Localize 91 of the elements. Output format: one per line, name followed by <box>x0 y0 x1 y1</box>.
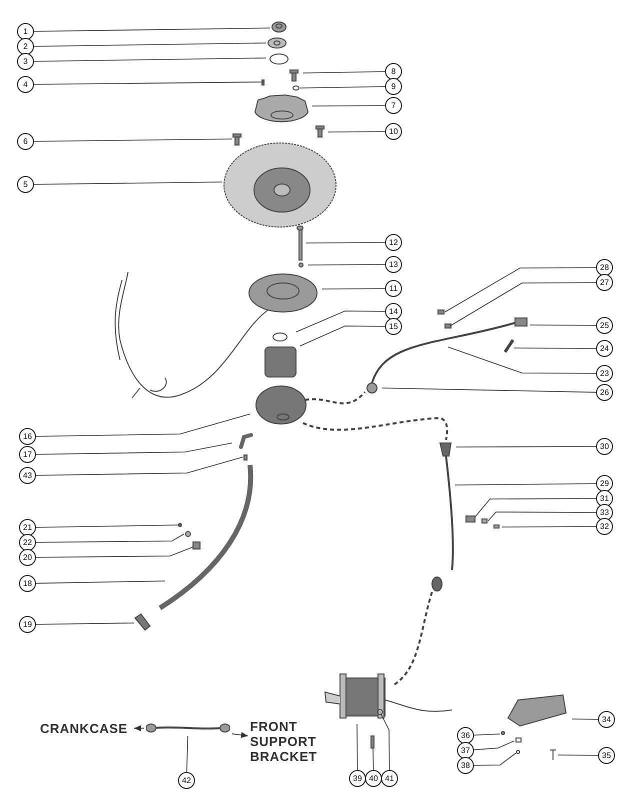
callout-number: 43 <box>19 467 36 484</box>
callout-number: 14 <box>385 303 402 320</box>
leader-line <box>488 512 596 522</box>
leader-line <box>372 748 374 770</box>
callout-number: 41 <box>381 770 398 787</box>
callout-number: 36 <box>457 727 474 744</box>
callout-number: 27 <box>596 274 613 291</box>
leader-line <box>36 580 166 584</box>
callout-number: 22 <box>19 534 36 551</box>
leader-line <box>448 346 596 374</box>
callout-number: 37 <box>457 742 474 759</box>
leader-line <box>308 264 386 266</box>
callout-number: 6 <box>17 133 34 150</box>
callout-number: 2 <box>17 38 34 55</box>
callout-number: 26 <box>596 384 613 401</box>
callout-number: 21 <box>19 519 36 536</box>
callout-number: 19 <box>19 616 36 633</box>
callout-number: 8 <box>385 63 402 80</box>
callout-number: 1 <box>17 23 34 40</box>
callout-number: 12 <box>385 234 402 251</box>
leader-line <box>572 718 598 720</box>
callout-number: 35 <box>598 747 615 764</box>
callout-number: 30 <box>596 438 613 455</box>
leader-line <box>474 752 516 766</box>
destination-label: FRONT SUPPORT BRACKET <box>250 719 330 764</box>
leader-line <box>36 442 232 455</box>
callout-number: 28 <box>596 259 613 276</box>
callout-number: 40 <box>365 770 382 787</box>
leader-line <box>36 534 184 543</box>
leader-line <box>36 524 178 528</box>
leader-line <box>34 28 270 32</box>
callout-number: 15 <box>385 318 402 335</box>
callout-number: 31 <box>596 490 613 507</box>
leader-line <box>34 58 266 62</box>
callout-number: 23 <box>596 365 613 382</box>
leader-line <box>382 388 596 393</box>
callout-number: 16 <box>19 428 36 445</box>
callout-number: 9 <box>385 78 402 95</box>
leader-line <box>300 326 386 346</box>
leader-line <box>36 456 244 476</box>
callout-number: 3 <box>17 53 34 70</box>
leader-line <box>450 282 596 326</box>
leader-line <box>328 131 386 132</box>
leader-line <box>530 324 596 326</box>
callout-number: 18 <box>19 575 36 592</box>
leader-line <box>356 724 358 770</box>
leader-line <box>302 71 386 74</box>
leader-line <box>34 182 222 185</box>
leader-line <box>502 526 596 528</box>
destination-label: CRANKCASE <box>40 721 132 736</box>
leader-line <box>300 86 386 88</box>
callout-number: 7 <box>385 97 402 114</box>
leader-line <box>312 105 386 106</box>
callout-number: 20 <box>19 549 36 566</box>
leader-line <box>322 288 386 290</box>
callout-number: 5 <box>17 176 34 193</box>
leader-line <box>34 82 262 85</box>
leader-line <box>456 446 596 448</box>
leader-line <box>474 498 596 518</box>
callout-number: 34 <box>598 711 615 728</box>
leader-line <box>558 754 598 756</box>
callout-number: 33 <box>596 504 613 521</box>
leader-line <box>444 267 596 312</box>
leader-line <box>186 736 188 772</box>
callout-number: 32 <box>596 518 613 535</box>
ground-strap-drawing <box>146 722 230 734</box>
callout-number: 42 <box>178 772 195 789</box>
leader-line <box>474 734 500 736</box>
callout-number: 25 <box>596 317 613 334</box>
leader-line <box>380 714 390 770</box>
callout-number: 39 <box>349 770 366 787</box>
callout-number: 29 <box>596 475 613 492</box>
callout-number: 38 <box>457 757 474 774</box>
leader-line <box>454 483 596 486</box>
callout-number: 17 <box>19 446 36 463</box>
leader-line <box>474 740 514 750</box>
leader-line <box>36 622 134 625</box>
leader-line <box>34 138 232 142</box>
callout-number: 11 <box>385 280 402 297</box>
leader-line <box>296 310 386 332</box>
callout-number: 13 <box>385 256 402 273</box>
callout-number: 10 <box>385 123 402 140</box>
arrow <box>232 732 248 738</box>
leader-line <box>514 348 596 349</box>
leader-line <box>34 42 266 47</box>
arrow <box>134 725 144 732</box>
leader-line <box>36 546 194 558</box>
callout-number: 4 <box>17 76 34 93</box>
callout-number: 24 <box>596 340 613 357</box>
leader-line <box>36 414 250 437</box>
leader-line <box>306 242 386 244</box>
